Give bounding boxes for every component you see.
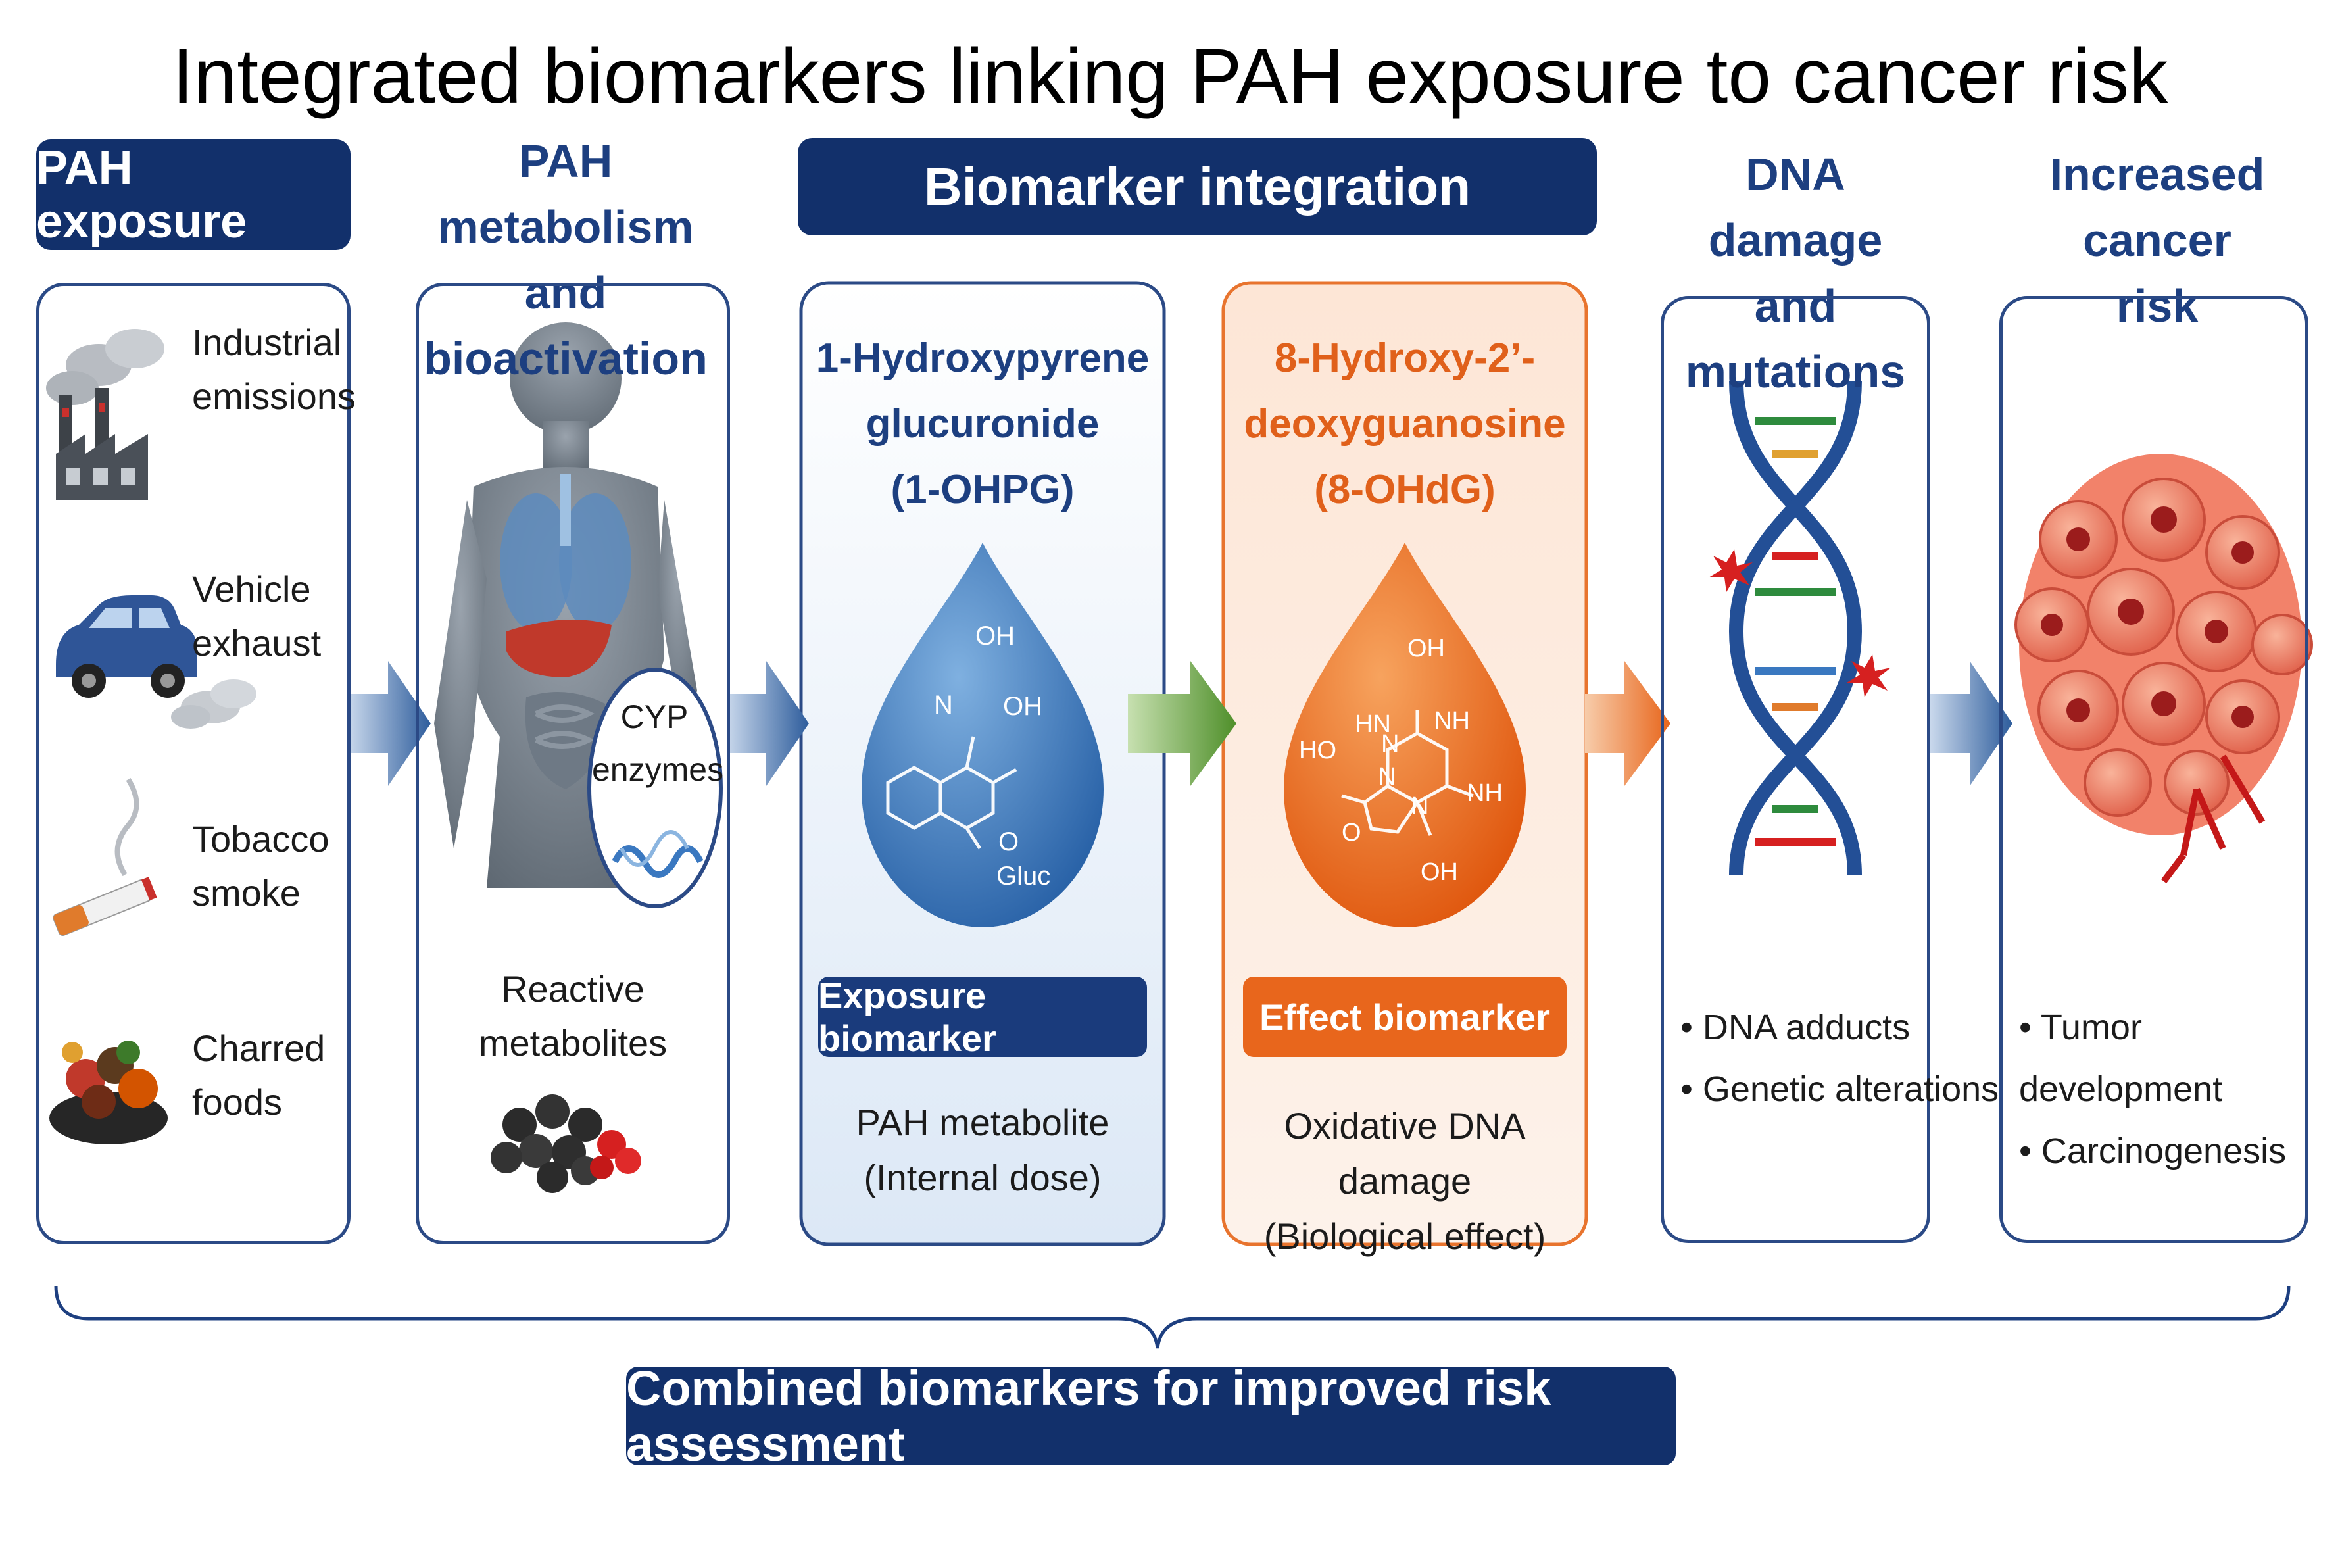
metabolism-panel — [416, 283, 730, 1244]
arrow-5 — [1930, 661, 2012, 786]
dna-damage-bullets: • DNA adducts • Genetic alterations — [1680, 996, 1999, 1120]
bracket — [54, 1285, 2291, 1349]
cancer-header-line1: Increased cancer — [2049, 149, 2265, 266]
mutation-star-icon — [1847, 654, 1891, 697]
struct-oh-2: OH — [1003, 692, 1042, 721]
pah-exposure-header-label: PAH exposure — [36, 141, 247, 248]
struct-hn: HN — [1355, 710, 1391, 738]
cigarette-icon — [53, 777, 157, 937]
bullet-carcinogenesis: • Carcinogenesis — [2019, 1131, 2287, 1171]
exposure-desc-line1: PAH metabolite — [856, 1102, 1109, 1143]
arrow-3 — [1128, 661, 1236, 786]
struct-n-1: N — [1381, 730, 1400, 758]
metabolism-header-line2: and bioactivation — [424, 267, 708, 384]
struct-n-2: N — [1378, 763, 1396, 791]
cancer-risk-header: Increased cancer risk — [1993, 141, 2322, 339]
metabolism-header-line1: PAH metabolism — [437, 135, 694, 253]
struct-oh-bottom: OH — [1421, 858, 1458, 886]
cyp-label-line2: enzymes — [592, 751, 724, 788]
exposure-description: PAH metabolite (Internal dose) — [801, 1095, 1164, 1206]
exposure-biomarker-badge: Exposure biomarker — [818, 975, 1147, 1059]
arrow-2 — [727, 661, 809, 786]
metabolism-header: PAH metabolism and bioactivation — [401, 128, 730, 391]
cancer-risk-bullets: • Tumor development • Carcinogenesis — [2019, 996, 2340, 1182]
page-title: Integrated biomarkers linking PAH exposu… — [172, 33, 2168, 120]
struct-o: O — [998, 827, 1019, 856]
effect-name-line3: (8-OHdG) — [1314, 467, 1496, 512]
car-icon — [56, 595, 256, 729]
source-tobacco-label: Tobacco smoke — [192, 818, 329, 914]
bullet-genetic-alterations: • Genetic alterations — [1680, 1069, 1999, 1109]
footer-label: Combined biomarkers for improved risk as… — [626, 1361, 1551, 1471]
struct-n: N — [934, 691, 953, 720]
biomarker-integration-header: Biomarker integration — [798, 138, 1597, 235]
struct-ho: HO — [1299, 737, 1336, 764]
struct-nh-2: NH — [1467, 779, 1503, 807]
bullet-dna-adducts: • DNA adducts — [1680, 1008, 1911, 1047]
effect-name-line2: deoxyguanosine — [1244, 401, 1566, 447]
effect-desc-line1: Oxidative DNA damage — [1284, 1105, 1526, 1202]
cyp-label-line1: CYP — [620, 698, 689, 735]
arrow-4 — [1585, 661, 1670, 786]
exposure-biomarker-name: 1-Hydroxypyrene glucuronide (1-OHPG) — [801, 326, 1164, 523]
dna-helix-icon — [1709, 381, 1891, 875]
exposure-name-line2: glucuronide — [865, 401, 1100, 447]
source-charred-label: Charred foods — [192, 1027, 326, 1123]
mutation-star-icon — [1709, 549, 1753, 592]
struct-gluc: Gluc — [996, 862, 1051, 891]
reactive-line2: metabolites — [478, 1022, 668, 1064]
effect-description: Oxidative DNA damage (Biological effect) — [1223, 1098, 1586, 1264]
reactive-line1: Reactive — [501, 968, 645, 1010]
struct-oh-top: OH — [1407, 635, 1445, 662]
struct-nh-1: NH — [1434, 707, 1470, 735]
effect-structure — [1341, 710, 1474, 836]
bullet-tumor-development: • Tumor development — [2019, 1008, 2223, 1109]
struct-o: O — [1342, 819, 1361, 846]
cyp-enzymes-label: CYP enzymes — [592, 691, 724, 796]
reactive-metabolites-icon — [491, 1094, 641, 1193]
exposure-name-line1: 1-Hydroxypyrene — [816, 335, 1150, 381]
cancer-header-line2: risk — [2116, 280, 2199, 331]
combined-biomarkers-footer: Combined biomarkers for improved risk as… — [626, 1361, 1676, 1471]
factory-icon — [46, 329, 164, 500]
dna-header-line2: and mutations — [1685, 280, 1906, 397]
exposure-badge-label: Exposure biomarker — [818, 975, 996, 1059]
dna-damage-header: DNA damage and mutations — [1661, 141, 1930, 404]
effect-badge-label: Effect biomarker — [1259, 996, 1550, 1038]
tumor-icon — [2014, 454, 2313, 883]
arrow-1 — [349, 661, 431, 786]
effect-biomarker-badge: Effect biomarker — [1243, 977, 1567, 1057]
effect-name-line1: 8-Hydroxy-2’- — [1274, 335, 1536, 381]
charred-food-icon — [49, 1041, 168, 1144]
exposure-drop-icon — [862, 543, 1104, 927]
effect-drop-icon — [1284, 543, 1526, 927]
struct-n-3: N — [1411, 793, 1429, 820]
exposure-structure — [886, 736, 1017, 850]
dna-damage-panel — [1661, 296, 1930, 1243]
exposure-name-line3: (1-OHPG) — [890, 467, 1075, 512]
effect-biomarker-name: 8-Hydroxy-2’- deoxyguanosine (8-OHdG) — [1223, 326, 1586, 523]
struct-oh-1: OH — [975, 622, 1015, 650]
exposure-sources-panel — [36, 283, 351, 1244]
exposure-desc-line2: (Internal dose) — [864, 1157, 1102, 1198]
reactive-metabolites-caption: Reactive metabolites — [416, 962, 730, 1070]
effect-desc-line2: (Biological effect) — [1263, 1215, 1546, 1257]
biomarker-integration-label: Biomarker integration — [923, 157, 1471, 216]
dna-header-line1: DNA damage — [1708, 149, 1883, 266]
cyp-enzyme-inset — [587, 668, 723, 908]
source-vehicle-label: Vehicle exhaust — [192, 568, 322, 664]
source-industrial-label: Industrial emissions — [192, 322, 356, 417]
cancer-risk-panel — [1999, 296, 2308, 1243]
pah-exposure-header: PAH exposure — [36, 139, 351, 250]
